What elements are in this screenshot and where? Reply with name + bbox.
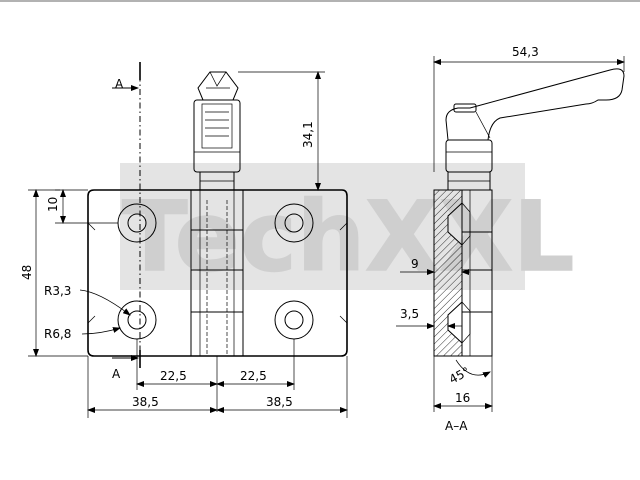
dim-hole-offset: 10	[46, 197, 60, 212]
dim-chamfer-angle: 45°	[447, 364, 472, 386]
dim-hole-spacing-left: 22,5	[160, 369, 187, 383]
hole-bottom-right	[274, 300, 314, 340]
clamp-lever-front	[193, 71, 241, 191]
clamp-lever-side	[445, 68, 625, 191]
watermark-text: TechXXL	[122, 181, 574, 293]
dim-countersink-depth: 3,5	[400, 307, 419, 321]
section-view: 54,3 9 3,5 45° 16 A–A	[396, 45, 625, 433]
hole-bottom-left	[117, 300, 157, 340]
hinge-body-outline	[87, 189, 348, 357]
section-marker-bottom: A	[112, 367, 121, 381]
section-view-label: A–A	[445, 419, 468, 433]
dim-section-width: 9	[411, 257, 419, 271]
hole-top-right	[274, 203, 314, 243]
section-marker-top: A	[115, 77, 124, 91]
dim-total-width: 54,3	[512, 45, 539, 59]
dim-half-width-right: 38,5	[266, 395, 293, 409]
dim-inner-radius: R3,3	[44, 284, 71, 298]
watermark: TechXXL	[120, 163, 575, 294]
dim-handle-height: 34,1	[301, 121, 315, 148]
dim-side-thickness: 16	[455, 391, 470, 405]
dim-outer-radius: R6,8	[44, 327, 71, 341]
front-view: A A 34,1 10 48 R3,3 R6,8 22,5 22,5	[20, 62, 348, 418]
dim-half-width-left: 38,5	[132, 395, 159, 409]
dim-hole-spacing-right: 22,5	[240, 369, 267, 383]
dim-body-height: 48	[20, 265, 34, 280]
